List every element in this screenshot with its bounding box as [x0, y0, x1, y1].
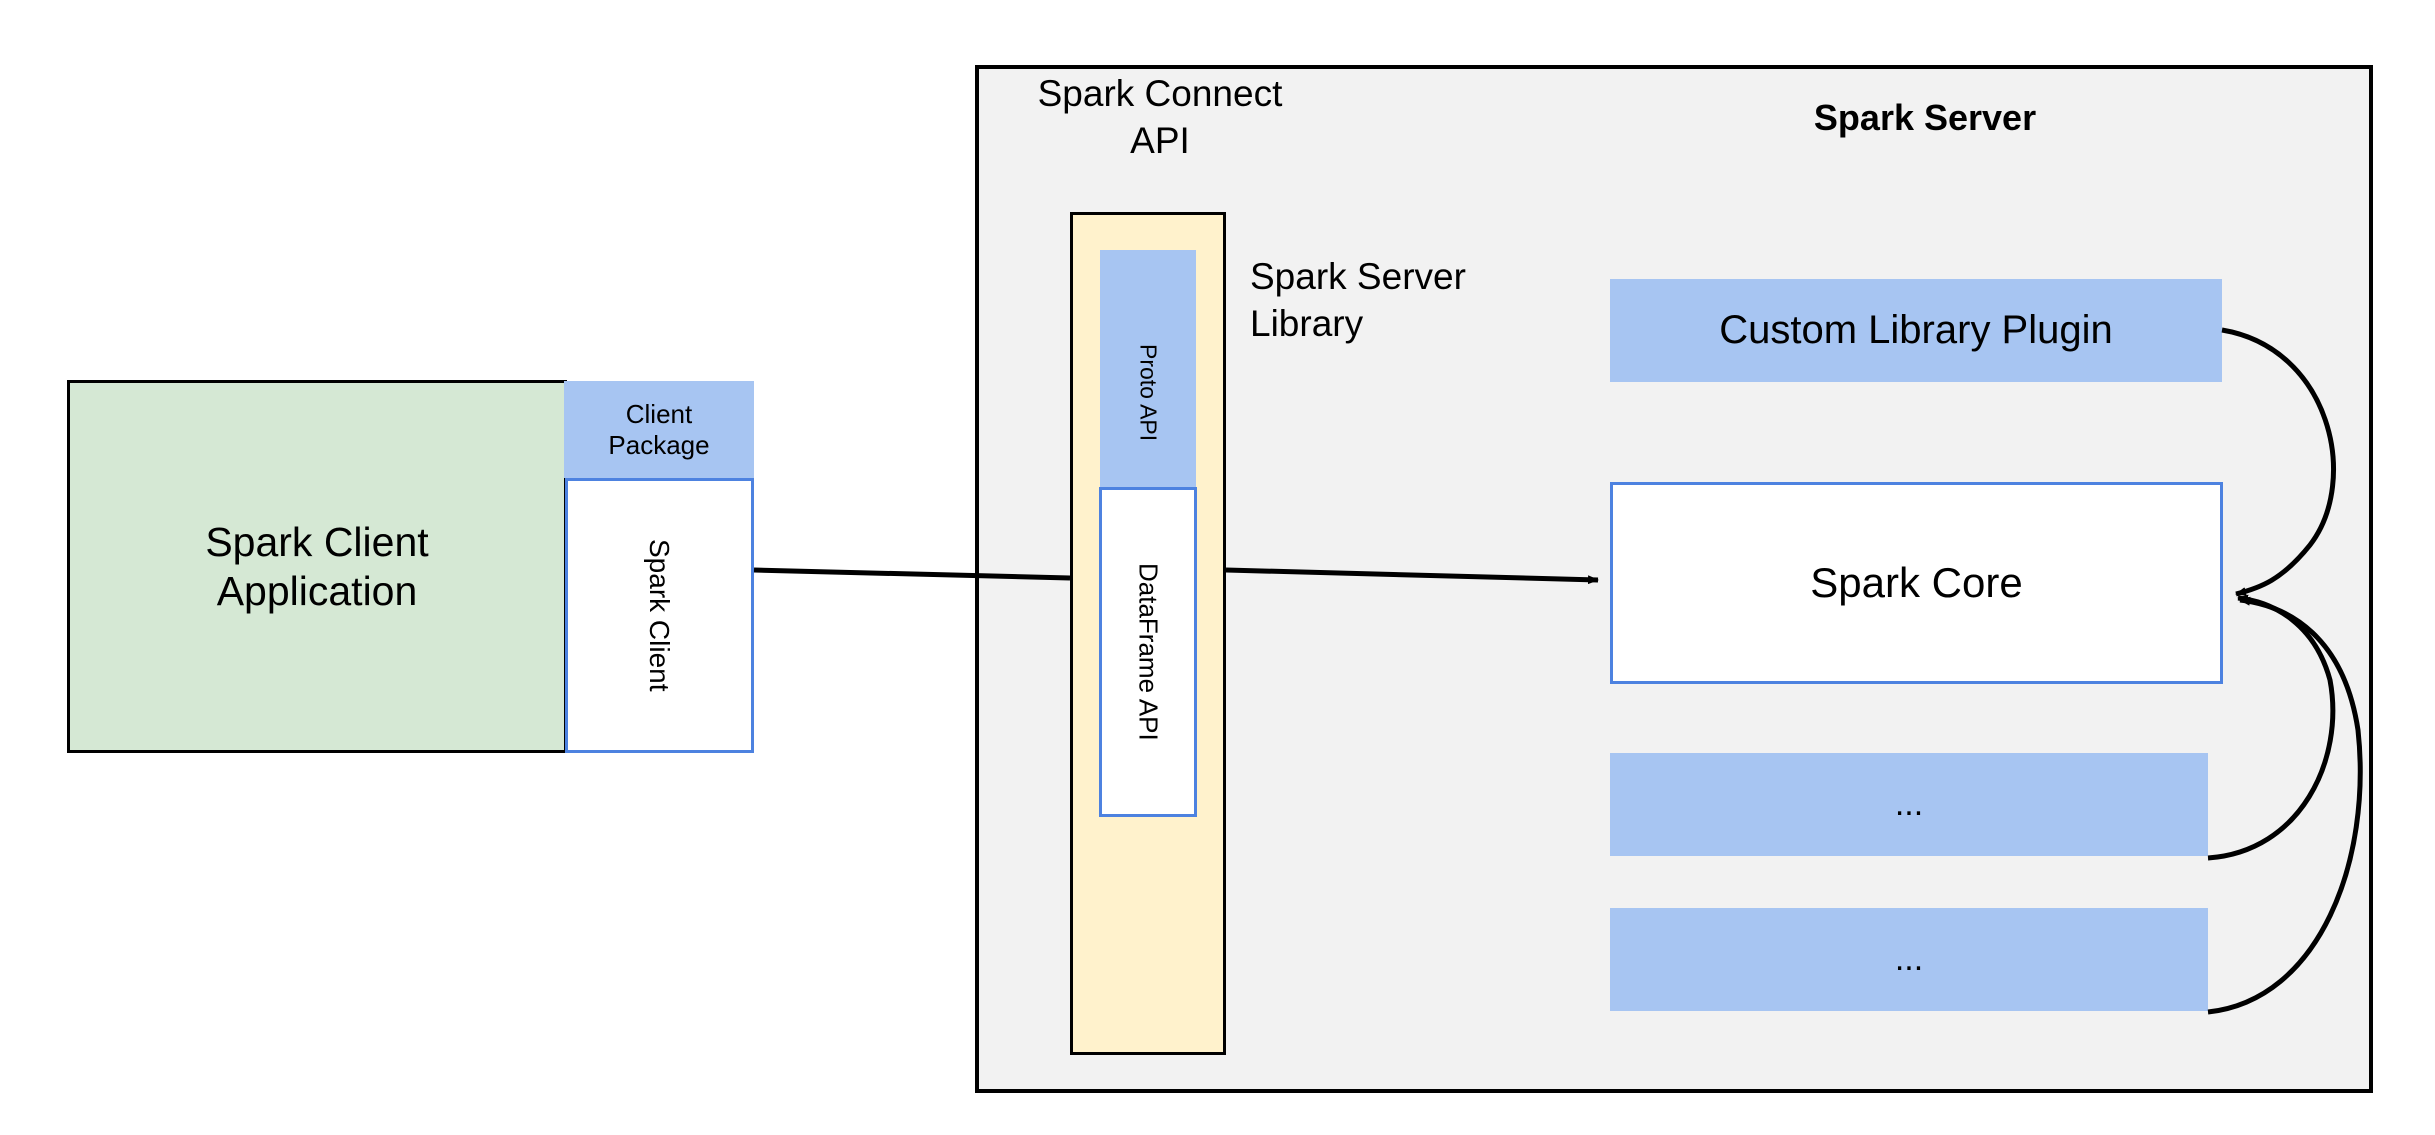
custom-library-plugin-box[interactable]: Custom Library Plugin: [1610, 279, 2222, 382]
spark-core-box[interactable]: Spark Core: [1610, 482, 2223, 684]
custom-library-plugin-label: Custom Library Plugin: [1719, 307, 2113, 352]
server-component-ellipsis-1[interactable]: ...: [1610, 753, 2208, 856]
spark-core-label: Spark Core: [1810, 559, 2023, 607]
spark-client-application-box[interactable]: Spark Client Application: [67, 380, 567, 753]
spark-connect-api-label: Spark Connect API: [1037, 73, 1283, 162]
dataframe-api-box[interactable]: DataFrame API: [1099, 487, 1197, 817]
client-package-box[interactable]: Client Package: [564, 381, 754, 478]
client-package-label: Client Package: [608, 398, 710, 460]
spark-client-label: Spark Client: [644, 539, 676, 692]
proto-api-label: Proto API: [1135, 343, 1162, 442]
server-component-ellipsis-2[interactable]: ...: [1610, 908, 2208, 1011]
spark-client-box[interactable]: Spark Client: [565, 478, 754, 753]
server-component-ellipsis-2-label: ...: [1894, 940, 1924, 979]
dataframe-api-label: DataFrame API: [1133, 563, 1164, 741]
spark-server-library-label: Spark Server Library: [1250, 256, 1466, 345]
server-component-ellipsis-1-label: ...: [1894, 785, 1924, 824]
spark-server-title: Spark Server: [1813, 97, 2037, 138]
spark-client-application-label: Spark Client Application: [205, 519, 429, 614]
